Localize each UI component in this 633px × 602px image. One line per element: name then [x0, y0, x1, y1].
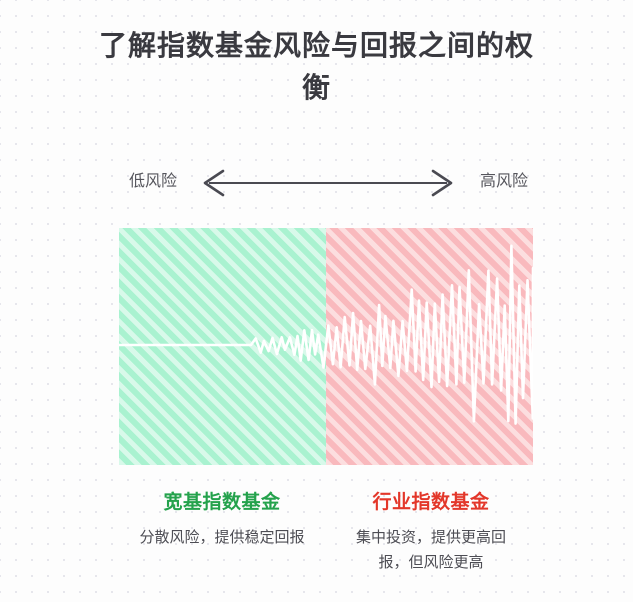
legend-item-sector: 行业指数基金 集中投资，提供更高回报，但风险更高 — [331, 490, 531, 576]
legend-captions: 宽基指数基金 分散风险，提供稳定回报 行业指数基金 集中投资，提供更高回报，但风… — [119, 490, 533, 595]
broad-based-index-fund-panel — [119, 228, 326, 465]
page-title: 了解指数基金风险与回报之间的权衡 — [98, 31, 534, 104]
legend-item-broad-based: 宽基指数基金 分散风险，提供稳定回报 — [122, 490, 322, 551]
volatility-chart — [119, 228, 533, 465]
volatility-line-series — [119, 244, 533, 425]
sector-description: 集中投资，提供更高回报，但风险更高 — [355, 530, 506, 571]
high-risk-label: 高风险 — [479, 173, 528, 190]
low-risk-label: 低风险 — [129, 173, 178, 190]
broad-based-heading: 宽基指数基金 — [163, 492, 281, 513]
double-headed-arrow-icon — [203, 169, 453, 197]
sector-heading: 行业指数基金 — [372, 492, 490, 513]
risk-spectrum-axis: 低风险 高风险 — [119, 167, 533, 199]
broad-based-description: 分散风险，提供稳定回报 — [139, 530, 305, 546]
